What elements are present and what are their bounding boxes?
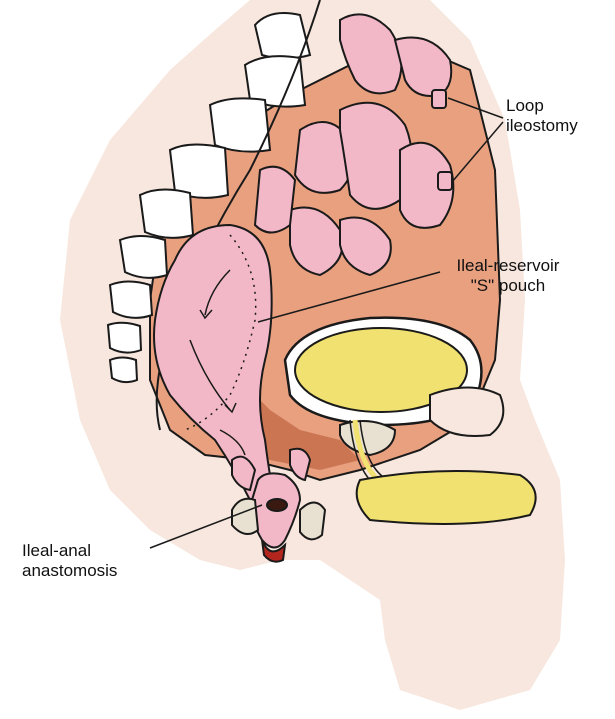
label-ileal-anal-anastomosis: Ileal-anal anastomosis: [22, 541, 152, 581]
pubic-bone: [430, 388, 503, 437]
label-anastomosis-line1: Ileal-anal: [22, 541, 152, 561]
label-reservoir-line2: "S" pouch: [438, 276, 578, 296]
label-reservoir-line1: Ileal-reservoir: [438, 256, 578, 276]
label-anastomosis-line2: anastomosis: [22, 561, 152, 581]
label-loop-ileostomy: Loop ileostomy: [506, 96, 606, 136]
label-loop-line2: ileostomy: [506, 116, 606, 136]
label-loop-line1: Loop: [506, 96, 606, 116]
corpus-spongiosum: [357, 471, 536, 524]
label-ileal-reservoir: Ileal-reservoir "S" pouch: [438, 256, 578, 296]
